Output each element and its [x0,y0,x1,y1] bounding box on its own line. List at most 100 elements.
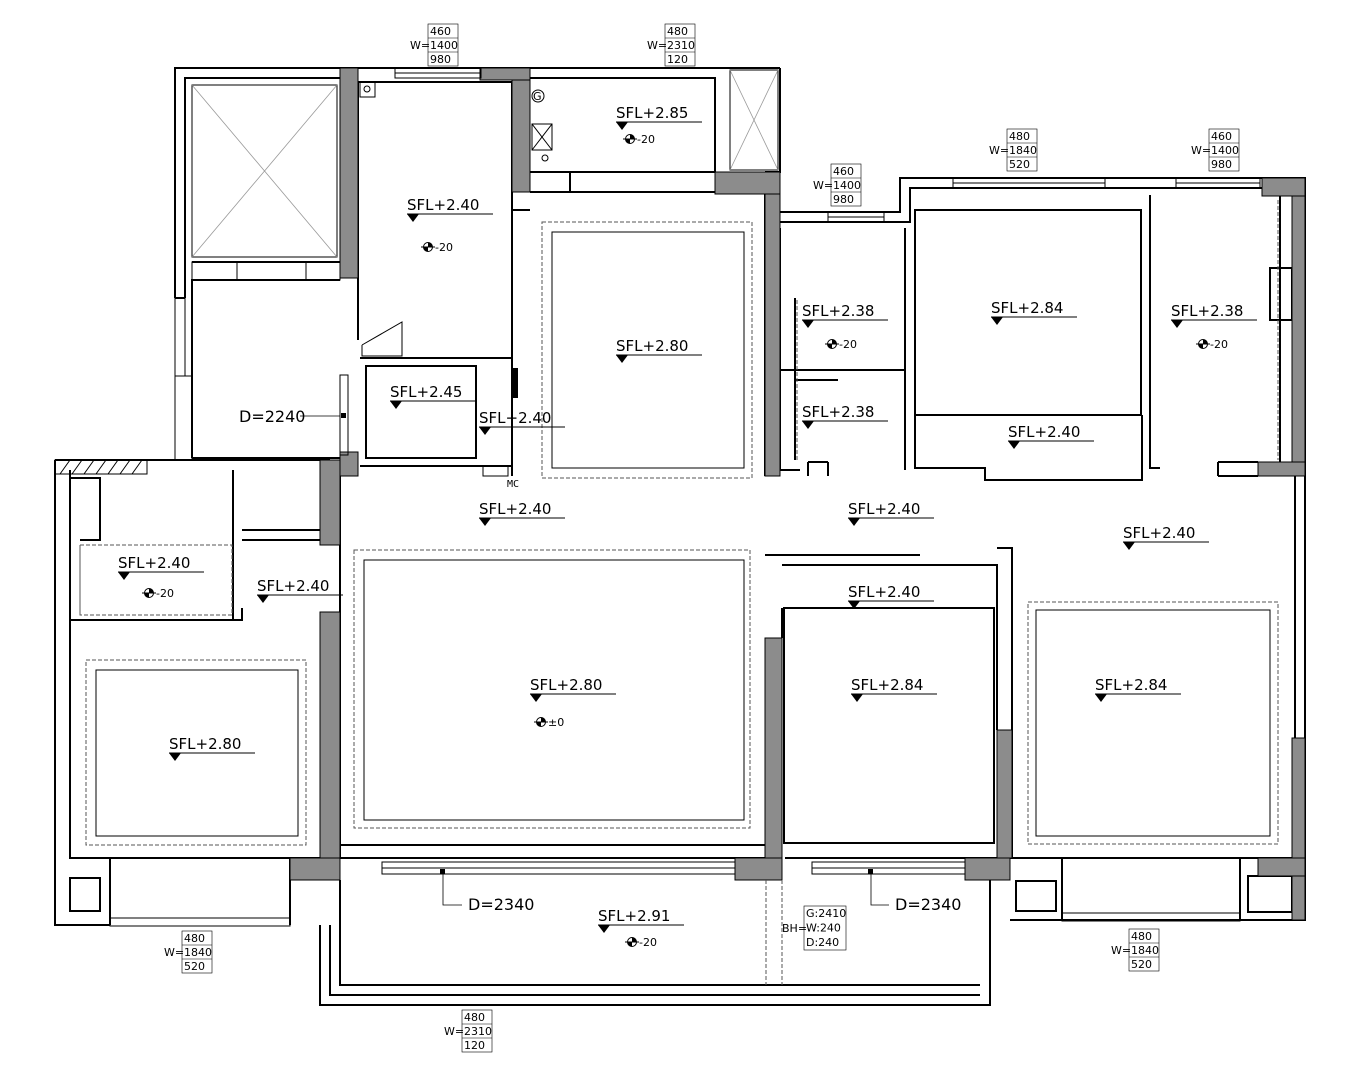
level-triangle-icon [802,421,814,429]
ceiling-level-label: SFL+2.40 [1008,423,1080,441]
level-triangle-icon [616,355,628,363]
door-dimension: D=2240 [239,407,340,426]
window-tag-prefix: W= [1111,944,1131,957]
floor-mark: -20 [142,587,174,600]
window-tag-value: 480 [184,932,205,945]
ceiling-level-label: SFL+2.38 [802,302,874,320]
window-tag-value: 460 [430,25,451,38]
beam-tag-value: W:240 [806,922,841,935]
windows [109,67,1261,927]
level-triangle-icon [848,601,860,609]
fixtures [359,81,553,477]
ceiling-level-label: SFL+2.38 [802,403,874,421]
window-tag-value: 120 [667,53,688,66]
level-triangle-icon [598,925,610,933]
window-tag-prefix: W= [444,1025,464,1038]
ceiling-level-marker: SFL+2.84 [991,299,1077,325]
window-tag-value: 480 [1009,130,1030,143]
window-tag-value: 1840 [1131,944,1159,957]
ceiling-level-marker: SFL+2.40 [1123,524,1209,550]
ceiling-level-marker: SFL+2.80 [616,337,702,363]
window-tag-value: 1400 [1211,144,1239,157]
floor-mark-label: -20 [839,338,857,351]
door-leader-line [870,874,889,906]
window-tag-value: 1400 [833,179,861,192]
ceiling-level-marker: SFL+2.84 [851,676,937,702]
ceiling-level-label: SFL+2.40 [407,196,479,214]
ceiling-level-marker: SFL+2.40 [479,409,565,435]
ceiling-level-label: SFL+2.80 [616,337,688,355]
floor-mark: -20 [623,133,655,146]
ceiling-level-label: SFL+2.38 [1171,302,1243,320]
level-triangle-icon [407,214,419,222]
window-tag-box [1208,128,1240,172]
ceiling-level-label: SFL+2.91 [598,907,670,925]
beam-tag-box [803,905,847,951]
level-triangle-icon [479,427,491,435]
sliding-doors [339,374,966,875]
window-tag-box [830,163,862,207]
ceiling-level-marker: SFL+2.85 [616,104,702,130]
window-tag-box [181,930,213,974]
level-triangle-icon [1123,542,1135,550]
beam-tag-prefix: BH= [782,922,807,935]
level-triangle-icon [851,694,863,702]
floor-mark: -20 [421,241,453,254]
window-tag-value: 520 [184,960,205,973]
window-tag-value: 1840 [1009,144,1037,157]
ceiling-level-label: SFL+2.40 [479,409,551,427]
floor-mark: -20 [1196,338,1228,351]
ceiling-level-label: SFL+2.40 [118,554,190,572]
beam-tag-value: D:240 [806,936,839,949]
ceiling-recesses [79,200,1279,985]
window-tag-box [1006,128,1038,172]
ceiling-level-label: SFL+2.40 [1123,524,1195,542]
floor-mark: -20 [825,338,857,351]
void-shafts [191,69,779,281]
ceiling-level-label: SFL+2.80 [169,735,241,753]
level-triangle-icon [848,518,860,526]
ceiling-level-label: SFL+2.85 [616,104,688,122]
window-tag-box [1128,928,1160,972]
hatched-wall [54,459,148,475]
ceiling-level-marker: SFL+2.40 [407,196,493,222]
floor-mark-label: -20 [156,587,174,600]
window-tag-value: 520 [1009,158,1030,171]
level-triangle-icon [390,401,402,409]
window-tag-value: 460 [1211,130,1232,143]
floor-mark: -20 [625,936,657,949]
window-tag-value: 480 [464,1011,485,1024]
level-triangle-icon [802,320,814,328]
window-tag-prefix: W= [1191,144,1211,157]
mc-label: MC [507,479,519,490]
window-tag-prefix: W= [410,39,430,52]
window-tag-prefix: W= [813,179,833,192]
window-tag-value: 980 [1211,158,1232,171]
ceiling-level-label: SFL+2.45 [390,383,462,401]
ceiling-level-marker: SFL+2.40 [118,554,204,580]
level-triangle-icon [169,753,181,761]
window-tag-value: 1840 [184,946,212,959]
level-triangle-icon [118,572,130,580]
level-triangle-icon [616,122,628,130]
ceiling-level-label: SFL+2.40 [848,583,920,601]
ceiling-level-marker: SFL+2.80 [530,676,616,702]
window-tag-value: 480 [1131,930,1152,943]
window-tag-prefix: W= [164,946,184,959]
ceiling-level-marker: SFL+2.91 [598,907,684,933]
ceiling-level-label: SFL+2.80 [530,676,602,694]
door-leader-line [442,874,462,906]
window-tag-value: 460 [833,165,854,178]
window-tag-prefix: W= [989,144,1009,157]
window-tag-value: 2310 [667,39,695,52]
window-tag-value: 480 [667,25,688,38]
floor-mark-label: ±0 [548,716,564,729]
ceiling-level-label: SFL+2.84 [851,676,923,694]
